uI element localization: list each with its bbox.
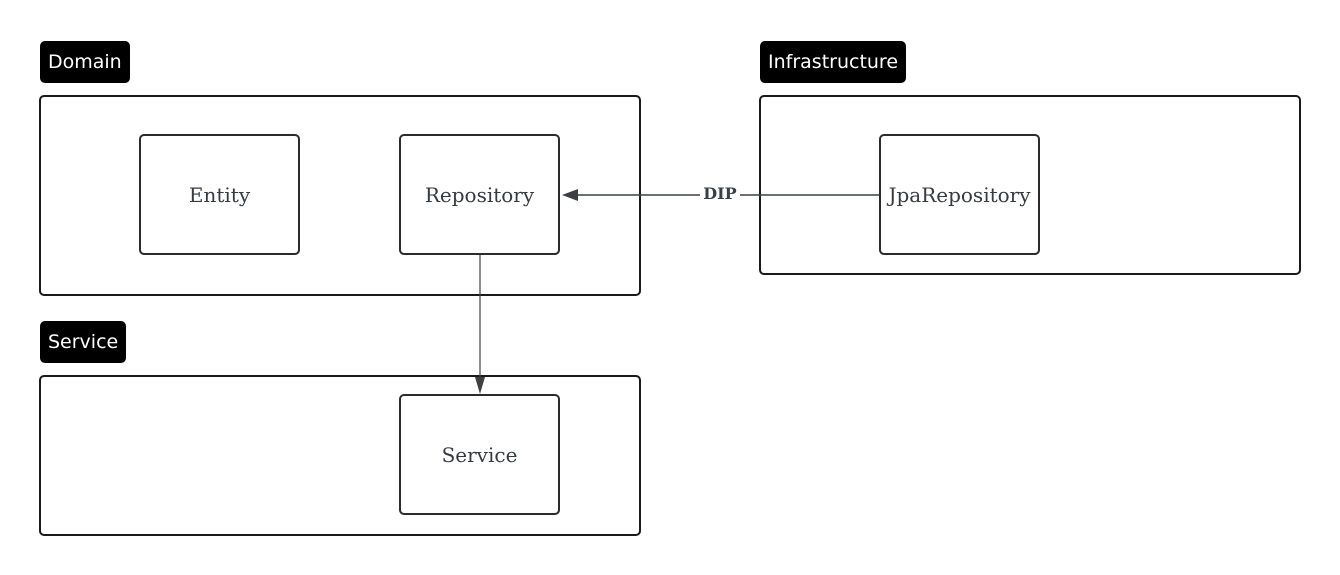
repository-node[interactable]: Repository xyxy=(399,134,560,255)
jpa-repository-node-label: JpaRepository xyxy=(888,182,1031,207)
entity-node[interactable]: Entity xyxy=(139,134,300,255)
repository-node-label: Repository xyxy=(424,182,535,207)
service-layer-label: Service xyxy=(40,321,127,363)
jpa-repository-node[interactable]: JpaRepository xyxy=(879,134,1040,255)
infrastructure-layer-label: Infrastructure xyxy=(760,41,907,83)
service-node[interactable]: Service xyxy=(399,394,560,515)
entity-node-label: Entity xyxy=(188,182,251,207)
dip-connector-label: DIP xyxy=(700,183,740,205)
service-node-label: Service xyxy=(441,442,518,467)
domain-layer-label: Domain xyxy=(40,41,130,83)
